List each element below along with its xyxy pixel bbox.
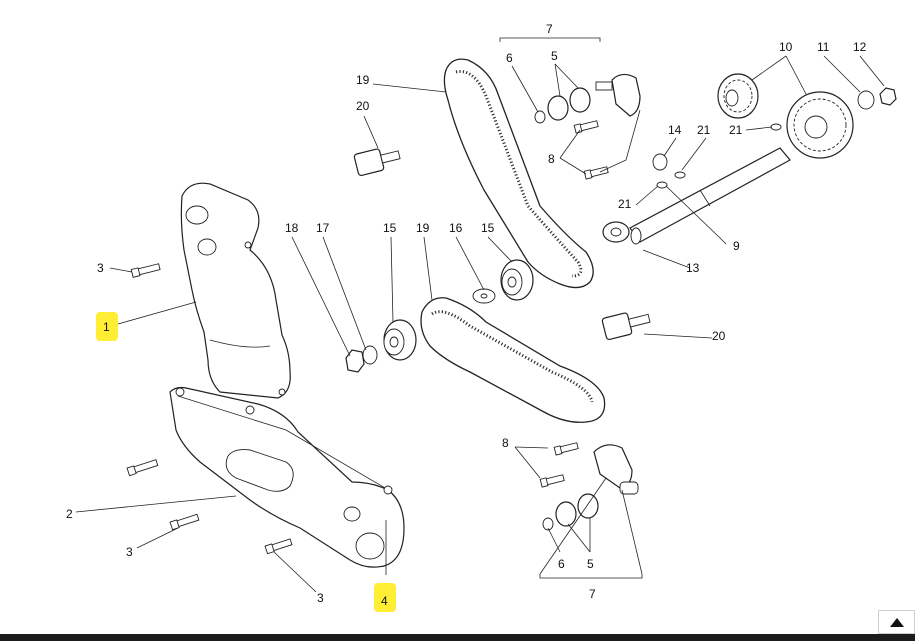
- callout-7: 7: [546, 22, 553, 36]
- callout-21: 21: [729, 123, 743, 137]
- lower-belt-cover-part: [169, 386, 405, 568]
- callout-17: 17: [316, 221, 330, 235]
- callout-5: 5: [587, 557, 594, 571]
- highlight-callout-1: [96, 312, 118, 341]
- pulley-assemblies: [345, 259, 534, 373]
- callout-9: 9: [733, 239, 740, 253]
- callout-20: 20: [356, 99, 370, 113]
- spacer-parts: [353, 148, 651, 341]
- upper-cover-part: [180, 182, 291, 399]
- callout-highlights: [96, 312, 396, 612]
- lower-timing-belt-part: [420, 297, 606, 423]
- callout-20: 20: [712, 329, 726, 343]
- leader-lines: [75, 37, 885, 593]
- callout-12: 12: [853, 40, 867, 54]
- callout-1: 1: [103, 320, 110, 334]
- callout-11: 11: [817, 40, 830, 54]
- callout-3: 3: [97, 261, 104, 275]
- callout-10: 10: [779, 40, 793, 54]
- screw-parts: [126, 263, 293, 555]
- callout-16: 16: [449, 221, 463, 235]
- upper-tensioner-assembly: [534, 73, 641, 180]
- callout-19: 19: [356, 73, 370, 87]
- callout-19: 19: [416, 221, 430, 235]
- callout-21: 21: [697, 123, 711, 137]
- callout-labels: 1 2 3 3 3 4 5 5 6 6 7 7 8 8 9 10 11 12 1…: [66, 22, 867, 608]
- highlight-callout-4: [374, 583, 396, 612]
- bottom-bar: [0, 634, 915, 641]
- scroll-up-button[interactable]: [878, 610, 915, 634]
- callout-5: 5: [551, 49, 558, 63]
- triangle-up-icon: [889, 617, 904, 627]
- camshaft-assembly: [602, 73, 897, 245]
- callout-3: 3: [126, 545, 133, 559]
- callout-7: 7: [589, 587, 596, 601]
- callout-13: 13: [686, 261, 700, 275]
- upper-timing-belt-part: [443, 58, 594, 289]
- callout-21: 21: [618, 197, 632, 211]
- callout-15: 15: [481, 221, 495, 235]
- callout-8: 8: [502, 436, 509, 450]
- lower-tensioner-assembly: [539, 442, 639, 531]
- callout-6: 6: [506, 51, 513, 65]
- callout-14: 14: [668, 123, 682, 137]
- callout-8: 8: [548, 152, 555, 166]
- callout-3: 3: [317, 591, 324, 605]
- callout-15: 15: [383, 221, 397, 235]
- callout-2: 2: [66, 507, 73, 521]
- callout-6: 6: [558, 557, 565, 571]
- callout-4: 4: [381, 594, 388, 608]
- callout-18: 18: [285, 221, 299, 235]
